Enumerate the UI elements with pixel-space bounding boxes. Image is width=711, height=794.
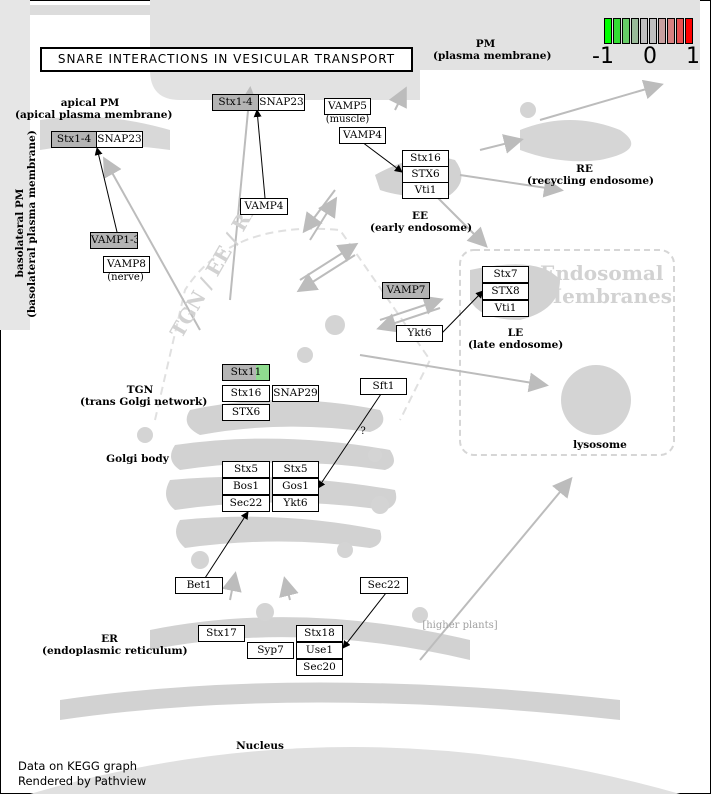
question-mark: ? <box>360 426 366 437</box>
golgi-label: Golgi body <box>106 453 169 465</box>
lysosome-shape <box>561 365 631 435</box>
legend-swatch <box>676 18 684 44</box>
endosomal-membranes-label: Endosomal Membranes <box>540 261 673 308</box>
legend-swatch <box>685 18 693 44</box>
footer-renderer: Rendered by Pathview <box>18 774 147 788</box>
gene-bet1[interactable]: Bet1 <box>175 577 223 594</box>
gene-stx18[interactable]: Stx18 <box>296 625 343 642</box>
color-legend <box>604 18 696 44</box>
legend-tick-min: -1 <box>592 44 614 69</box>
vesicles <box>137 49 536 623</box>
nerve-note: (nerve) <box>107 272 144 283</box>
gene-sec22-a[interactable]: Sec22 <box>222 495 270 512</box>
gene-bos1[interactable]: Bos1 <box>222 478 270 495</box>
higher-plants-note: [higher plants] <box>422 620 498 631</box>
endosomal-membranes-region <box>459 249 675 456</box>
nucleus-label: Nucleus <box>236 740 284 752</box>
legend-swatch <box>658 18 666 44</box>
basolateral-pm-label: basolateral PM(basolateral plasma membra… <box>14 130 38 318</box>
gene-snap23-apical[interactable]: SNAP23 <box>96 131 143 148</box>
gene-stx5-a[interactable]: Stx5 <box>222 461 270 478</box>
gene-stx17[interactable]: Stx17 <box>198 625 245 642</box>
gene-stx1-4-apical[interactable]: Stx1-4 <box>51 131 97 148</box>
interaction-arrows <box>94 109 484 649</box>
gene-stx5-b[interactable]: Stx5 <box>272 461 319 478</box>
gene-vamp8[interactable]: VAMP8 <box>103 256 150 273</box>
gene-ykt6-le[interactable]: Ykt6 <box>396 325 443 342</box>
legend-tick-max: 1 <box>686 44 700 69</box>
gene-stx7[interactable]: Stx7 <box>482 266 529 283</box>
gene-stx8[interactable]: STX8 <box>482 283 529 300</box>
gene-stx6-tgn[interactable]: STX6 <box>222 404 270 421</box>
tgn-label: TGN(trans Golgi network) <box>80 384 208 408</box>
recycling-endosome-shape <box>520 120 632 162</box>
diagram-title: SNARE INTERACTIONS IN VESICULAR TRANSPOR… <box>40 47 413 72</box>
gene-stx1-4-pm[interactable]: Stx1-4 <box>212 94 259 111</box>
legend-swatch <box>631 18 639 44</box>
gene-use1[interactable]: Use1 <box>296 642 343 659</box>
gene-stx16-tgn[interactable]: Stx16 <box>222 385 270 402</box>
lysosome-label: lysosome <box>573 439 627 451</box>
legend-tick-mid: 0 <box>643 44 657 69</box>
gene-syp7[interactable]: Syp7 <box>247 642 294 659</box>
legend-swatch <box>604 18 612 44</box>
legend-swatch <box>649 18 657 44</box>
gene-snap23-pm[interactable]: SNAP23 <box>258 94 305 111</box>
re-label: RE(recycling endosome) <box>527 163 655 187</box>
legend-swatch <box>640 18 648 44</box>
nucleus-shape <box>30 747 680 794</box>
er-label: ER(endoplasmic reticulum) <box>42 633 188 657</box>
muscle-note: (muscle) <box>325 114 370 125</box>
gene-vti1-le[interactable]: Vti1 <box>482 300 529 317</box>
gene-snap29[interactable]: SNAP29 <box>272 385 319 402</box>
transport-arrows <box>103 79 664 661</box>
gene-vamp1-3[interactable]: VAMP1-3 <box>90 232 138 249</box>
footer-data-source: Data on KEGG graph <box>18 759 138 773</box>
gene-vamp4-top[interactable]: VAMP4 <box>339 127 386 144</box>
gene-sec22-er[interactable]: Sec22 <box>360 577 408 594</box>
gene-vamp5[interactable]: VAMP5 <box>324 98 371 115</box>
gene-vamp4-mid[interactable]: VAMP4 <box>240 198 288 215</box>
gene-vamp7[interactable]: VAMP7 <box>382 282 430 299</box>
gene-sft1[interactable]: Sft1 <box>360 378 407 395</box>
gene-ykt6-golgi[interactable]: Ykt6 <box>272 495 319 512</box>
pm-label: PM(plasma membrane) <box>433 38 552 62</box>
gene-sec20[interactable]: Sec20 <box>296 659 343 676</box>
le-label: LE(late endosome) <box>468 327 564 351</box>
legend-swatch <box>622 18 630 44</box>
gene-stx6-ee[interactable]: STX6 <box>402 166 449 183</box>
legend-swatch <box>613 18 621 44</box>
gene-stx11[interactable]: Stx11 <box>222 364 270 381</box>
apical-pm-label: apical PM(apical plasma membrane) <box>15 97 173 121</box>
gene-gos1[interactable]: Gos1 <box>272 478 319 495</box>
gene-vti1-ee[interactable]: Vti1 <box>402 182 449 199</box>
legend-swatch <box>667 18 675 44</box>
gene-stx16-ee[interactable]: Stx16 <box>402 150 449 167</box>
ee-label: EE(early endosome) <box>370 210 473 234</box>
